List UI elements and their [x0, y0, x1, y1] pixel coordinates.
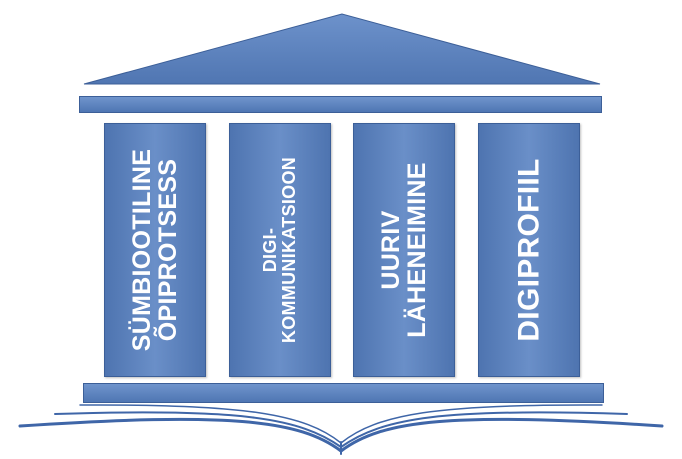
- pillar-inquiry: UURIV LÄHENEIMINE: [353, 123, 455, 377]
- pillar-digiprofile: DIGIPROFIIL: [478, 123, 580, 377]
- pillar-symbiotic: SÜMBIOOTILINE ÕPIPROTSESS: [104, 123, 206, 377]
- top-beam: [79, 96, 602, 113]
- pillar-digicommunication: DIGI- KOMMUNIKATSIOON: [229, 123, 331, 377]
- base-beam: [83, 383, 604, 403]
